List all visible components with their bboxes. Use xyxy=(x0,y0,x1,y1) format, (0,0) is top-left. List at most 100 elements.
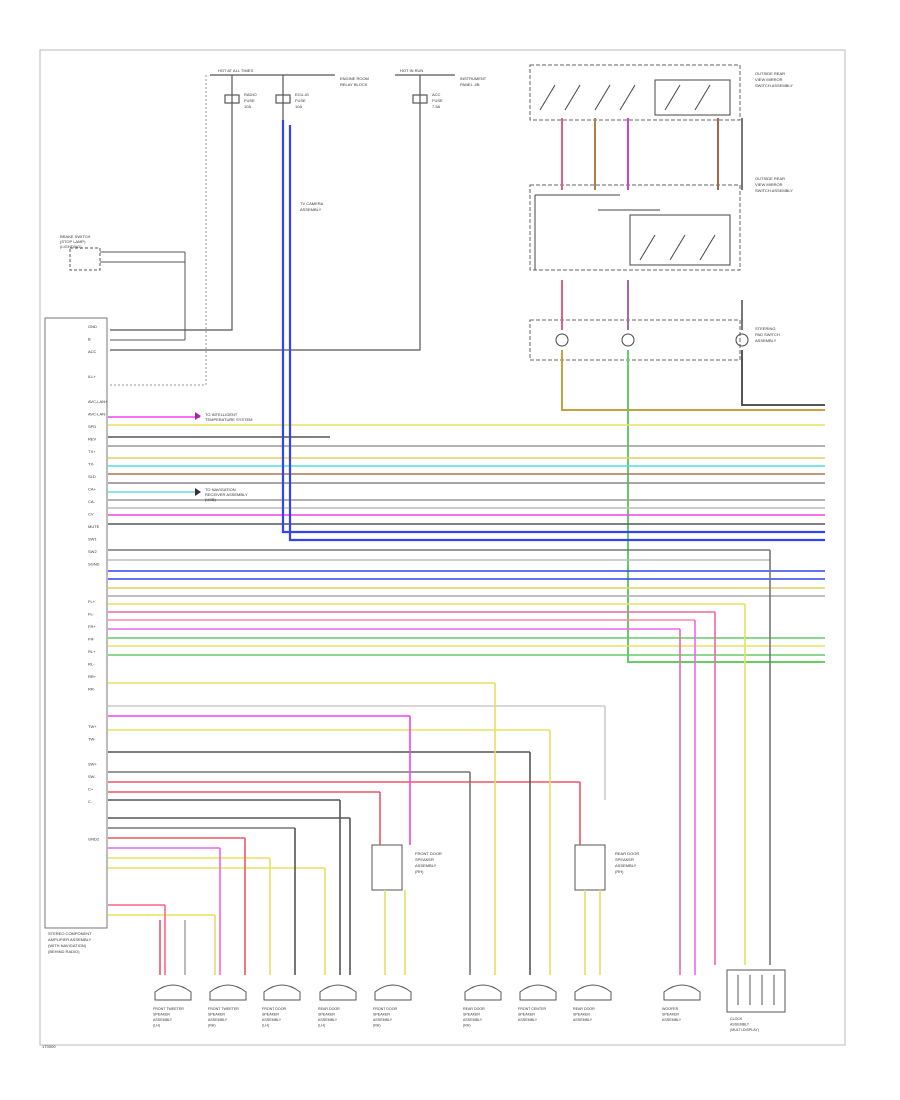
relay-box-label: ENGINE ROOM RELAY BLOCK xyxy=(340,76,369,87)
pin-label: SGND xyxy=(88,562,100,567)
pin-label: GND2 xyxy=(88,837,100,842)
speaker-label: SPEAKER xyxy=(573,1013,590,1017)
pin-label: SLD xyxy=(88,474,96,479)
svg-text:(BEHIND RADIO): (BEHIND RADIO) xyxy=(48,949,80,954)
mirror-switch-top xyxy=(529,64,741,121)
diagram-frame xyxy=(39,49,846,1046)
fuse-acc-label: ACC FUSE 7.5A xyxy=(432,92,443,109)
front-door-rh-label: FRONT DOOR SPEAKER ASSEMBLY (RH) xyxy=(415,851,442,874)
pin-label: C- xyxy=(88,799,93,804)
pin-label: TW- xyxy=(88,737,96,742)
speaker-label: FRONT TWEETER xyxy=(208,1007,239,1011)
rear-door-rh-label: REAR DOOR SPEAKER ASSEMBLY (RH) xyxy=(615,851,639,874)
brake-switch-label: BRAKE SWITCH (STOP LAMP) (LIGHTING) xyxy=(60,234,91,249)
pin-label: FL- xyxy=(88,612,95,617)
speaker-label: REAR DOOR xyxy=(463,1007,485,1011)
speaker-label: ASSEMBLY xyxy=(318,1018,338,1022)
svg-text:FUSE: FUSE xyxy=(244,98,255,103)
svg-text:FRONT DOOR: FRONT DOOR xyxy=(415,851,442,856)
pin-label: SW- xyxy=(88,774,96,779)
speaker-label: REAR DOOR xyxy=(573,1007,595,1011)
speaker-label: ASSEMBLY xyxy=(573,1018,593,1022)
svg-text:10A: 10A xyxy=(295,104,302,109)
svg-text:TEMPERATURE SYSTEM: TEMPERATURE SYSTEM xyxy=(205,417,253,422)
arrow-marker xyxy=(195,488,201,496)
svg-text:FUSE: FUSE xyxy=(295,98,306,103)
speaker-label: ASSEMBLY xyxy=(662,1018,682,1022)
svg-text:7.5A: 7.5A xyxy=(432,104,441,109)
fuse-ecu-label: ECU-IG FUSE 10A xyxy=(295,92,309,109)
mirror-switch-mid xyxy=(529,184,741,271)
pin-label: CA- xyxy=(88,499,96,504)
pin-label: TX- xyxy=(88,462,95,467)
svg-text:AMPLIFIER ASSEMBLY: AMPLIFIER ASSEMBLY xyxy=(48,937,92,942)
junction-box-label: INSTRUMENT PANEL J/B xyxy=(460,76,487,87)
clock-label: CLOCK xyxy=(730,1017,743,1021)
clock-label: ASSEMBLY xyxy=(730,1023,750,1027)
svg-text:(STOP LAMP): (STOP LAMP) xyxy=(60,239,86,244)
speaker-label: (RH) xyxy=(463,1024,471,1028)
speaker-label: (LH) xyxy=(318,1024,325,1028)
speaker-label: (RH) xyxy=(373,1024,381,1028)
speaker-label: FRONT DOOR xyxy=(262,1007,286,1011)
svg-text:ASSEMBLY: ASSEMBLY xyxy=(300,207,322,212)
pin-label: TW+ xyxy=(88,724,97,729)
svg-text:RECEIVER ASSEMBLY: RECEIVER ASSEMBLY xyxy=(205,492,248,497)
pin-label: MUTE xyxy=(88,524,100,529)
pin-label: FL+ xyxy=(88,599,96,604)
svg-text:OUTSIDE REAR: OUTSIDE REAR xyxy=(755,71,785,76)
speaker-label: ASSEMBLY xyxy=(262,1018,282,1022)
speaker-label: (LH) xyxy=(153,1024,160,1028)
speaker-label: FRONT DOOR xyxy=(373,1007,397,1011)
svg-text:SPEAKER: SPEAKER xyxy=(615,857,634,862)
pin-label: B xyxy=(88,337,91,342)
pin-label: REV xyxy=(88,437,97,442)
speaker-feeds xyxy=(159,550,771,975)
svg-text:SWITCH ASSEMBLY: SWITCH ASSEMBLY xyxy=(755,83,793,88)
pin-label: AVC-LAN- xyxy=(88,412,107,417)
clock-label: (MULTI-DISPLAY) xyxy=(730,1028,759,1032)
svg-text:ECU-IG: ECU-IG xyxy=(295,92,309,97)
svg-text:RADIO: RADIO xyxy=(244,92,257,97)
svg-text:FUSE: FUSE xyxy=(432,98,443,103)
pin-label: SW+ xyxy=(88,762,97,767)
speaker-label: ASSEMBLY xyxy=(208,1018,228,1022)
speaker-label: SPEAKER xyxy=(662,1013,679,1017)
svg-text:TV CAMERA: TV CAMERA xyxy=(300,201,324,206)
speaker-label: FRONT CENTER xyxy=(518,1007,546,1011)
svg-text:(RH): (RH) xyxy=(615,869,624,874)
tv-camera-label: TV CAMERA ASSEMBLY xyxy=(300,201,324,212)
front-door-rh-connector xyxy=(371,844,403,891)
pin-label: CV xyxy=(88,512,94,517)
speaker-label: SPEAKER xyxy=(262,1013,279,1017)
steering-pad-label: STEERING PAD SWITCH ASSEMBLY xyxy=(755,326,780,343)
svg-text:VIEW MIRROR: VIEW MIRROR xyxy=(755,77,783,82)
pin-label: ACC xyxy=(88,349,97,354)
speaker-label: SPEAKER xyxy=(463,1013,480,1017)
pin-label: GND xyxy=(88,324,97,329)
speaker-label: REAR DOOR xyxy=(318,1007,340,1011)
wire-annotation-2: TO NAVIGATION RECEIVER ASSEMBLY (USB) xyxy=(205,487,248,502)
svg-text:PANEL J/B: PANEL J/B xyxy=(460,82,480,87)
arrow-marker xyxy=(195,412,201,420)
rear-door-rh-connector xyxy=(574,844,606,891)
svg-text:INSTRUMENT: INSTRUMENT xyxy=(460,76,487,81)
svg-text:ACC: ACC xyxy=(432,92,441,97)
svg-text:ENGINE ROOM: ENGINE ROOM xyxy=(340,76,369,81)
svg-text:RELAY BLOCK: RELAY BLOCK xyxy=(340,82,368,87)
speaker-label: ASSEMBLY xyxy=(153,1018,173,1022)
svg-text:(WITH NAVIGATION): (WITH NAVIGATION) xyxy=(48,943,87,948)
svg-text:(LIGHTING): (LIGHTING) xyxy=(60,244,82,249)
pin-label: RL- xyxy=(88,662,95,667)
pin-label: RR- xyxy=(88,687,96,692)
svg-text:VIEW MIRROR: VIEW MIRROR xyxy=(755,182,783,187)
control-unit-outline xyxy=(44,317,108,929)
